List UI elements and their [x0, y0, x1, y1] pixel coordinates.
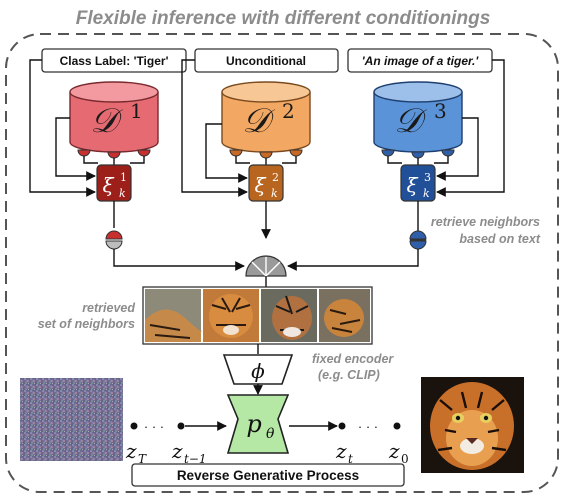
retriever-1-sub: k [119, 187, 126, 200]
outer-dashed-frame [5, 33, 559, 493]
retriever-3-box: ξ 3 k [400, 164, 436, 202]
retriever-3-symbol: ξ [406, 173, 418, 197]
database-2-index: 2 [282, 99, 295, 123]
retriever-3-sup: 3 [424, 171, 431, 184]
condition-box-class: Class Label: 'Tiger' [41, 48, 187, 73]
neighbor-image-4 [319, 289, 370, 342]
database-1-connectors [77, 149, 151, 159]
encoder-box: ϕ [222, 354, 294, 385]
database-2-connectors [229, 149, 303, 159]
process-label: Reverse Generative Process [177, 468, 359, 483]
latent-chain: · · · · · · [130, 419, 410, 440]
latent-dots-left: · · · [144, 419, 164, 434]
latent-zt-sub: t [348, 452, 353, 466]
condition-label-text: 'An image of a tiger.' [362, 54, 480, 68]
model-symbol: p [246, 410, 261, 438]
latent-labels: z T z t−1 z t z 0 [125, 439, 409, 466]
retriever-1-box: ξ 1 k [96, 164, 132, 202]
latent-zt1-sub: t−1 [184, 452, 207, 466]
retrieved-set-annotation-2: set of neighbors [38, 317, 135, 331]
retrieve-text-annotation-1: retrieve neighbors [431, 215, 540, 229]
retriever-2-sup: 2 [272, 171, 279, 184]
connector-lines [83, 156, 449, 165]
aggregator-fan [245, 255, 287, 277]
toggle-1-circle [105, 230, 123, 250]
noise-image [20, 378, 123, 461]
neighbors-strip [142, 286, 373, 345]
retriever-2-sub: k [271, 187, 278, 200]
aggregator-input-lines [113, 249, 419, 271]
condition-box-unconditional: Unconditional [194, 48, 339, 73]
condition-label-unconditional: Unconditional [226, 54, 306, 68]
retriever-2-symbol: ξ [254, 173, 266, 197]
model-box: p θ [226, 394, 290, 454]
tiger-output-image [421, 377, 524, 473]
latent-z0: z [388, 439, 400, 463]
condition-routing-arrows [29, 59, 505, 197]
model-sub: θ [266, 426, 275, 442]
retriever-2-box: ξ 2 k [248, 164, 284, 202]
latent-z0-sub: 0 [401, 452, 409, 466]
toggle-3-circle [409, 230, 427, 250]
retrieved-set-annotation-1: retrieved [82, 301, 135, 315]
database-3-index: 3 [434, 99, 447, 123]
neighbor-image-3 [261, 289, 317, 342]
encoder-symbol: ϕ [251, 359, 265, 383]
latent-zt: z [335, 439, 347, 463]
database-3-cylinder: 𝒟 3 [373, 81, 463, 153]
latent-zT-sub: T [138, 452, 147, 466]
retrieve-text-annotation-2: based on text [459, 232, 540, 246]
diagram-title: Flexible inference with different condit… [76, 8, 491, 29]
neighbor-image-1 [145, 289, 202, 342]
condition-label-class: Class Label: 'Tiger' [60, 54, 169, 68]
database-loop-arrows [55, 117, 479, 183]
retriever-1-symbol: ξ [102, 173, 114, 197]
condition-box-text: 'An image of a tiger.' [347, 48, 493, 73]
database-1-index: 1 [130, 99, 143, 123]
encoder-annotation-1: fixed encoder [312, 352, 394, 366]
retriever-3-sub: k [423, 187, 430, 200]
database-3-connectors [381, 149, 455, 159]
neighbor-image-2 [203, 289, 259, 342]
database-2-cylinder: 𝒟 2 [221, 81, 311, 153]
retriever-1-sup: 1 [120, 171, 127, 184]
latent-zT: z [125, 439, 137, 463]
process-label-box: Reverse Generative Process [131, 463, 405, 487]
retriever-output-lines [113, 201, 419, 239]
latent-zt1: z [171, 439, 183, 463]
encoder-annotation-2: (e.g. CLIP) [318, 368, 380, 382]
database-1-cylinder: 𝒟 1 [69, 81, 159, 153]
latent-dots-right: · · · [358, 419, 378, 434]
